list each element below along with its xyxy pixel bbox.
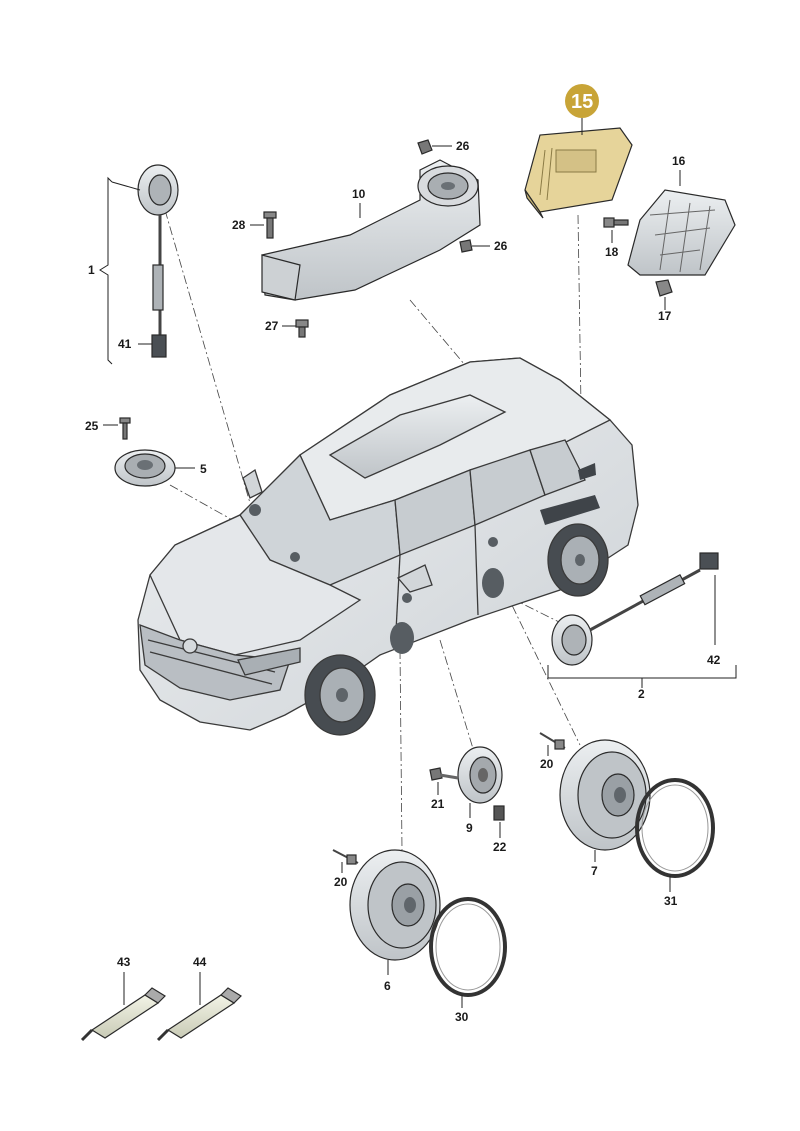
label-5: 5	[200, 462, 207, 476]
label-7: 7	[591, 864, 598, 878]
part-22-clip	[493, 805, 505, 838]
part-20-screw-right	[539, 732, 566, 756]
label-17: 17	[658, 309, 672, 323]
part-44-grease-tube	[156, 972, 242, 1042]
part-31-seal-ring	[635, 778, 715, 892]
label-26-bottom: 26	[494, 239, 508, 253]
part-28-screw	[250, 211, 277, 239]
label-43: 43	[117, 955, 131, 969]
door-tweeter-mark	[488, 537, 498, 547]
part-16-bracket	[627, 170, 736, 276]
label-2: 2	[638, 687, 645, 701]
front-wheel	[304, 654, 376, 736]
label-18: 18	[605, 245, 619, 259]
part-15-amplifier	[524, 84, 633, 219]
mirror-tweeter-mark	[402, 593, 412, 603]
part-26-nut-top	[417, 139, 452, 155]
label-26-top: 26	[456, 139, 470, 153]
highlight-badge	[565, 84, 599, 118]
label-42: 42	[707, 653, 721, 667]
label-31: 31	[664, 894, 678, 908]
part-6-door-speaker	[349, 849, 441, 975]
label-30: 30	[455, 1010, 469, 1024]
label-6: 6	[384, 979, 391, 993]
part-9-speaker	[457, 746, 503, 818]
label-10: 10	[352, 187, 366, 201]
label-25: 25	[85, 419, 99, 433]
label-21: 21	[431, 797, 445, 811]
trunk-subwoofer-mark	[540, 495, 600, 525]
part-18-screw	[603, 217, 629, 243]
amplifier-mark	[578, 463, 596, 480]
label-28: 28	[232, 218, 246, 232]
part-20-screw-left	[332, 849, 359, 873]
labels: 1 2 5 6 7 9 10 16 17 18 20 20 21 22 25 2…	[85, 91, 721, 1024]
label-22: 22	[493, 840, 507, 854]
label-20-left: 20	[334, 875, 348, 889]
label-27: 27	[265, 319, 279, 333]
part-2-speaker-assembly	[547, 552, 737, 688]
label-44: 44	[193, 955, 207, 969]
part-43-grease-tube	[80, 972, 166, 1042]
label-20-right: 20	[540, 757, 554, 771]
dash-speaker-mark	[290, 552, 300, 562]
part-26-nut-bottom	[459, 239, 490, 253]
door-speaker-rear-mark	[482, 568, 504, 598]
part-30-seal-ring	[429, 897, 507, 1008]
rear-wheel	[547, 523, 609, 597]
label-15-highlight: 15	[571, 91, 593, 113]
part-5-speaker	[114, 449, 195, 487]
label-16: 16	[672, 154, 686, 168]
car-body	[137, 357, 639, 736]
part-21-screw	[429, 767, 459, 795]
label-1: 1	[88, 263, 95, 277]
part-17-nut	[655, 279, 673, 310]
part-10-subwoofer-box	[261, 159, 481, 301]
door-speaker-front-mark	[390, 622, 414, 654]
part-7-door-speaker	[559, 739, 651, 862]
part-25-screw	[103, 417, 131, 440]
part-1-tweeter-assembly	[99, 164, 179, 365]
label-9: 9	[466, 821, 473, 835]
label-41: 41	[118, 337, 132, 351]
part-27-bolt	[282, 319, 309, 338]
a-pillar-tweeter-mark	[249, 504, 261, 516]
